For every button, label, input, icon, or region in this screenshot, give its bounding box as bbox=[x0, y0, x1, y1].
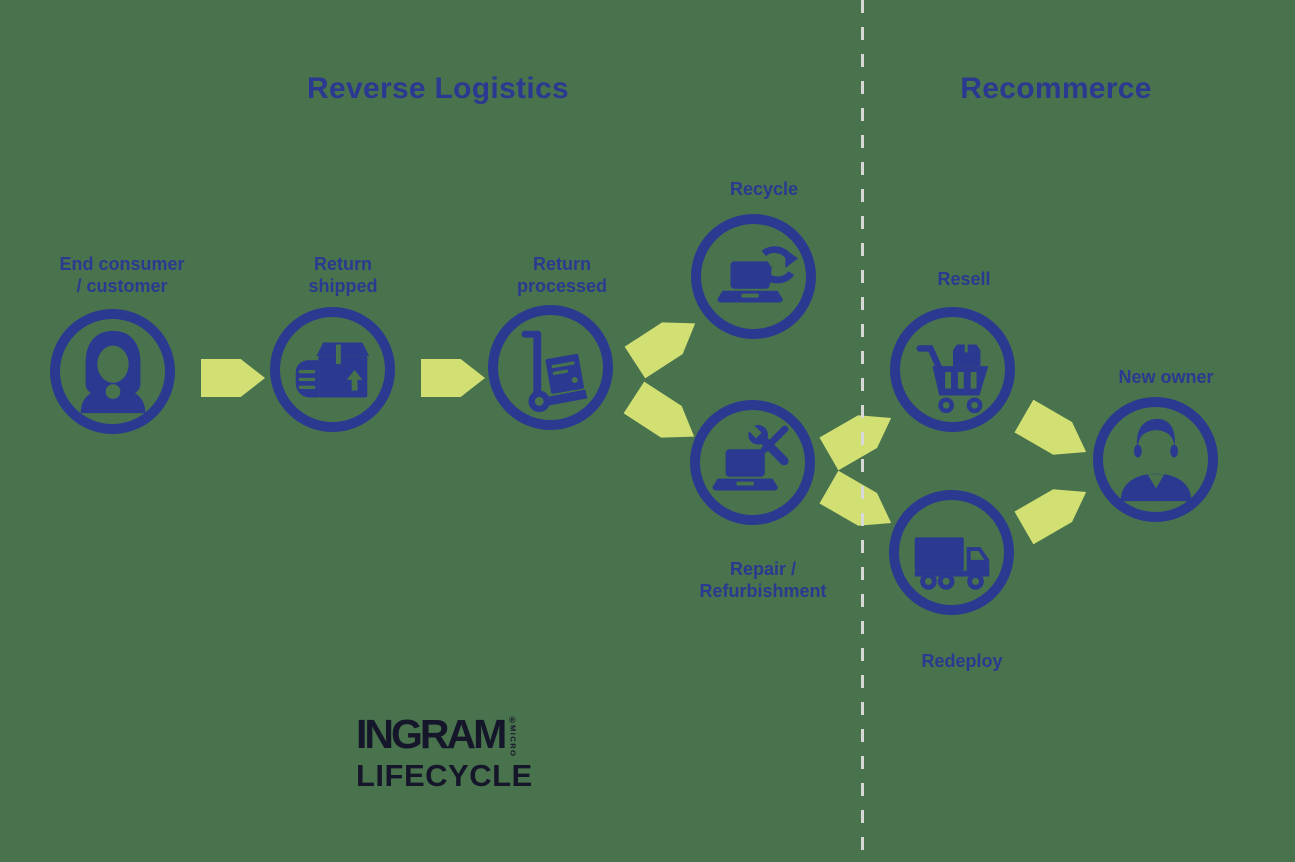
recommerce-title: Recommerce bbox=[960, 72, 1152, 105]
delivery-truck-icon bbox=[914, 536, 989, 590]
resell-label: Resell bbox=[937, 269, 991, 289]
return-shipped-node bbox=[270, 307, 395, 432]
arrow-resell-to-new-owner bbox=[1014, 400, 1095, 469]
registered-trademark-icon: ® bbox=[508, 715, 516, 725]
section-divider-dashed-line bbox=[861, 0, 864, 862]
arrow-repair-to-redeploy bbox=[819, 471, 900, 540]
man-icon bbox=[1120, 418, 1191, 501]
new-owner-label: New owner bbox=[1118, 367, 1214, 387]
reverse-logistics-title: Reverse Logistics bbox=[307, 72, 569, 105]
redeploy-node bbox=[889, 490, 1014, 615]
arrow-redeploy-to-new-owner bbox=[1014, 476, 1095, 545]
return-processed-node bbox=[488, 305, 613, 430]
repair-refurbishment-label: Repair / Refurbishment bbox=[699, 559, 827, 601]
repair-refurbishment-node bbox=[690, 400, 815, 525]
arrow-processed-to-recycle bbox=[624, 307, 705, 378]
logo-product-line-text: LIFECYCLE bbox=[356, 757, 533, 793]
redeploy-label: Redeploy bbox=[921, 651, 1003, 671]
shopping-cart-icon bbox=[915, 344, 988, 413]
logo-sub-brand-text: MICRO bbox=[508, 725, 518, 758]
hand-truck-icon bbox=[521, 330, 587, 412]
return-processed-label: Return processed bbox=[516, 254, 608, 296]
new-owner-node bbox=[1093, 397, 1218, 522]
arrow-repair-to-resell bbox=[819, 402, 900, 471]
resell-node bbox=[890, 307, 1015, 432]
parcel-in-hand-icon bbox=[295, 342, 369, 397]
laptop-recycle-icon bbox=[716, 245, 798, 302]
arrow-consumer-to-shipped bbox=[201, 359, 265, 397]
recycle-node bbox=[691, 214, 816, 339]
laptop-repair-icon bbox=[712, 423, 789, 490]
end-consumer-label: End consumer / customer bbox=[59, 254, 185, 296]
end-consumer-node bbox=[50, 309, 175, 434]
recycle-label: Recycle bbox=[729, 179, 799, 199]
ingram-micro-lifecycle-logo: INGRAM ® MICRO LIFECYCLE bbox=[356, 714, 533, 791]
return-shipped-label: Return shipped bbox=[308, 254, 378, 296]
logo-brand-text: INGRAM bbox=[356, 711, 507, 757]
woman-icon bbox=[80, 330, 145, 413]
arrow-shipped-to-processed bbox=[421, 359, 485, 397]
